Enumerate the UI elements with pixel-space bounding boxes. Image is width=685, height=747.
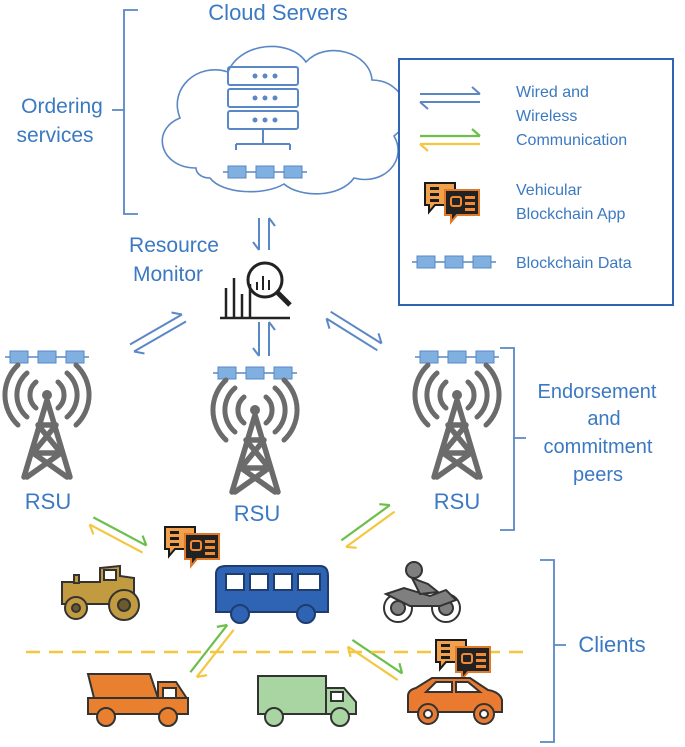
rsu-left-bus-arrow <box>85 510 151 560</box>
tractor-icon <box>61 564 140 621</box>
bus-app-icon <box>164 526 220 567</box>
monitor-rsu-center-arrow <box>252 321 276 357</box>
rsu-left-chain-icon <box>4 350 90 364</box>
endorse-label-2: and <box>587 408 620 430</box>
endorse-label-3: commitment <box>544 436 653 458</box>
bus-icon <box>215 565 329 624</box>
car-app-icon <box>435 639 491 680</box>
legend-app-1: Vehicular <box>516 182 582 199</box>
monitor-rsu-left-arrow <box>125 307 191 359</box>
monitor-rsu-right-arrow <box>321 304 387 358</box>
bus-car-arrow <box>342 633 408 687</box>
lorry-icon <box>257 675 357 727</box>
rsu-right-tower-icon <box>415 365 499 477</box>
cloud-chain-icon <box>222 165 308 179</box>
legend-chain-icon <box>411 255 497 269</box>
endorsement-bracket <box>500 347 526 531</box>
rsu-center-tower-icon <box>213 380 297 492</box>
rsu-left-tower-icon <box>5 365 89 477</box>
ordering-label-1: Ordering <box>21 95 103 118</box>
monitor-chart-icon <box>220 261 292 320</box>
cloud-monitor-arrows <box>252 217 276 251</box>
server-icon <box>227 66 299 150</box>
resource-label-2: Monitor <box>133 263 203 286</box>
legend-data: Blockchain Data <box>516 255 632 272</box>
endorse-label-1: Endorsement <box>538 381 657 403</box>
clients-bracket <box>540 559 566 743</box>
ordering-bracket <box>112 9 138 215</box>
cloud-servers-label: Cloud Servers <box>208 0 347 25</box>
legend-app-2: Blockchain App <box>516 206 626 223</box>
rsu-right-label: RSU <box>434 489 480 514</box>
motorcycle-icon <box>383 561 461 623</box>
rsu-right-chain-icon <box>414 350 500 364</box>
legend-comm-2: Wireless <box>516 108 577 125</box>
rsu-center-chain-icon <box>212 366 298 380</box>
car-icon <box>407 677 503 725</box>
clients-label: Clients <box>578 632 645 657</box>
cloud-icon <box>161 45 407 195</box>
ordering-label-2: services <box>16 124 93 147</box>
legend-comm-3: Communication <box>516 132 627 149</box>
dump-truck-icon <box>86 673 189 727</box>
rsu-center-label: RSU <box>234 501 280 526</box>
resource-label-1: Resource <box>129 234 219 257</box>
rsu-right-bus-arrow <box>336 498 400 554</box>
endorse-label-4: peers <box>573 464 623 486</box>
rsu-left-label: RSU <box>25 489 71 514</box>
legend-comm-1: Wired and <box>516 84 589 101</box>
